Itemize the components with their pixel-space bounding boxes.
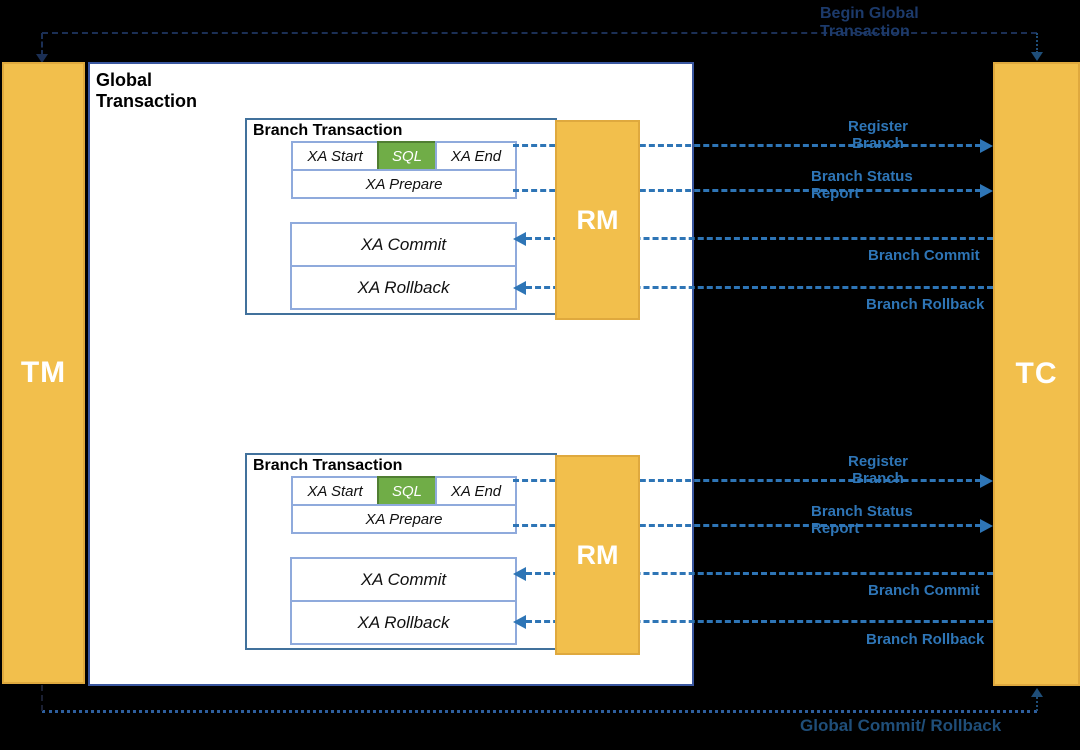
branch-commit-arrowhead-icon: [513, 232, 526, 246]
branch-rollback-label-1: Branch Rollback: [866, 296, 985, 313]
branch-status-arrowhead-icon: [980, 519, 993, 533]
rm-label: RM: [576, 539, 619, 570]
branch-status-arrow-2: [513, 524, 981, 527]
branch-title: Branch Transaction: [253, 457, 403, 474]
branch-title: Branch Transaction: [253, 122, 403, 139]
register-branch-arrowhead-icon: [980, 474, 993, 488]
branch-status-label-2: Branch Status Report: [811, 503, 913, 537]
sql-cell: SQL: [377, 476, 437, 506]
begin-label-line1: Begin Global: [820, 5, 919, 22]
xa-rollback-cell: XA Rollback: [290, 265, 517, 310]
global-title-line1: Global: [96, 70, 153, 90]
branch-transaction-box-2: Branch Transaction XA Start SQL XA End X…: [245, 453, 557, 650]
xa-start-cell: XA Start: [291, 476, 379, 506]
begin-flow-tm-arrowhead-icon: [36, 54, 48, 63]
register-branch-label-1: Register Branch: [847, 118, 909, 152]
branch-transaction-box-1: Branch Transaction XA Start SQL XA End X…: [245, 118, 557, 315]
branch-commit-arrow-1: [526, 237, 993, 240]
branch-status-label-1: Branch Status Report: [811, 168, 913, 202]
begin-flow-tc-arrowhead-icon: [1031, 52, 1043, 61]
branch-status-arrowhead-icon: [980, 184, 993, 198]
xa-commit-cell: XA Commit: [290, 222, 517, 267]
register-branch-arrow-1: [513, 144, 981, 147]
register-branch-arrowhead-icon: [980, 139, 993, 153]
rm-bar-2: RM: [555, 455, 640, 655]
xa-rollback-cell: XA Rollback: [290, 600, 517, 645]
branch-commit-arrow-2: [526, 572, 993, 575]
tc-label: TC: [1015, 357, 1058, 390]
register-branch-label-2: Register Branch: [847, 453, 909, 487]
branch-rollback-arrowhead-icon: [513, 615, 526, 629]
branch-rollback-arrow-2: [526, 620, 993, 623]
branch-commit-label-1: Branch Commit: [868, 247, 980, 264]
branch-commit-arrowhead-icon: [513, 567, 526, 581]
begin-flow-tc-connector: [1036, 33, 1038, 53]
xa-end-cell: XA End: [435, 141, 517, 171]
global-commit-rollback-label: Global Commit/ Rollback: [800, 716, 1002, 735]
register-branch-arrow-2: [513, 479, 981, 482]
xa-start-cell: XA Start: [291, 141, 379, 171]
end-flow-tc-arrowhead-icon: [1031, 688, 1043, 697]
tm-bar: TM: [2, 62, 85, 684]
xa-prepare-cell: XA Prepare: [291, 169, 517, 199]
end-flow-tm-connector: [41, 685, 43, 711]
xa-commit-cell: XA Commit: [290, 557, 517, 602]
rm-label: RM: [576, 204, 619, 235]
rm-bar-1: RM: [555, 120, 640, 320]
branch-rollback-arrowhead-icon: [513, 281, 526, 295]
global-title-line2: Transaction: [96, 91, 198, 111]
xa-prepare-cell: XA Prepare: [291, 504, 517, 534]
global-transaction-title: Global Transaction: [96, 70, 197, 112]
sql-cell: SQL: [377, 141, 437, 171]
branch-status-arrow-1: [513, 189, 981, 192]
begin-label-line2: Transaction: [820, 23, 910, 40]
branch-rollback-label-2: Branch Rollback: [866, 631, 985, 648]
end-flow-tc-connector: [1036, 697, 1038, 711]
begin-flow-tm-connector: [41, 33, 43, 56]
begin-global-transaction-label: Begin Global Transaction: [820, 5, 919, 41]
begin-global-flow-line: [42, 32, 1037, 34]
tc-bar: TC: [993, 62, 1080, 686]
tm-label: TM: [20, 356, 67, 389]
branch-rollback-arrow-1: [526, 286, 993, 289]
xa-end-cell: XA End: [435, 476, 517, 506]
global-commit-flow-line: [42, 710, 1037, 713]
branch-commit-label-2: Branch Commit: [868, 582, 980, 599]
